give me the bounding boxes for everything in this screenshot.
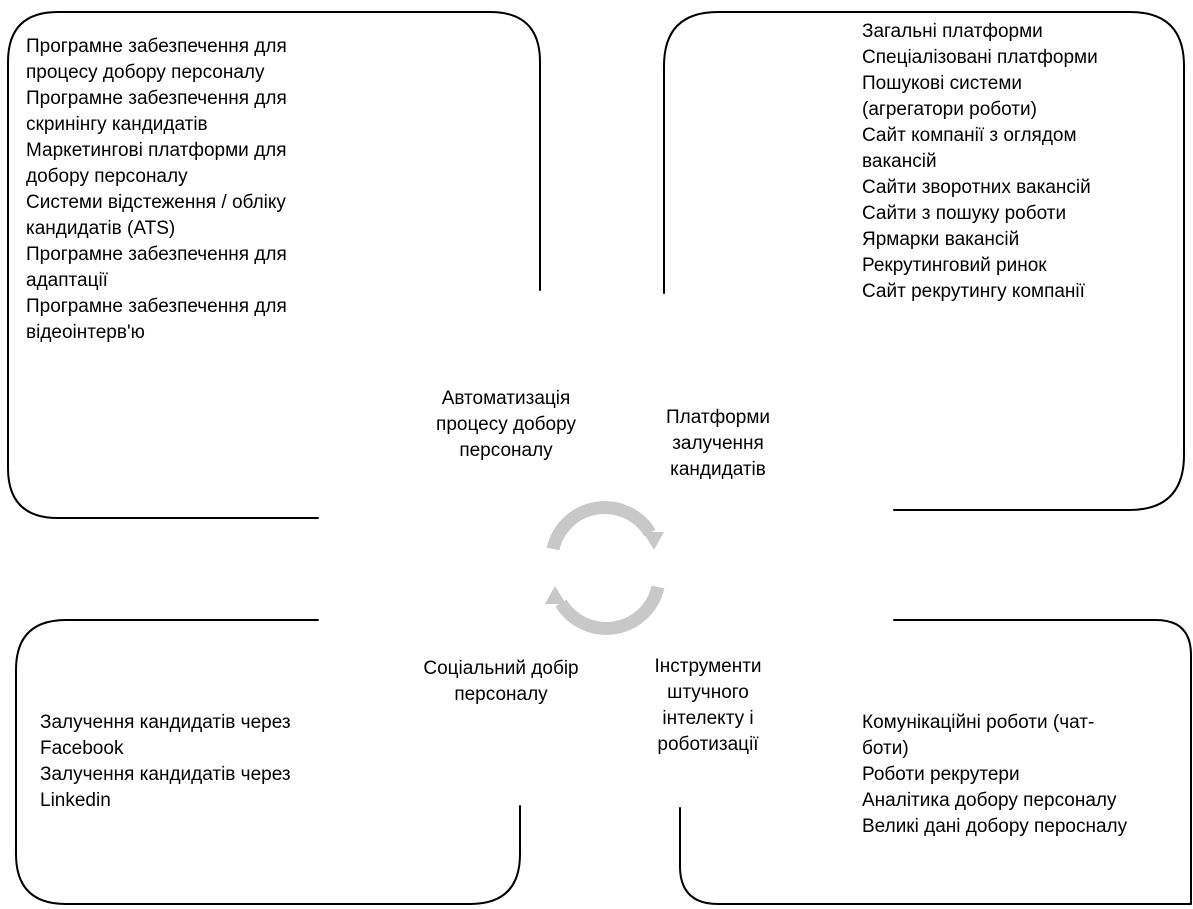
title-line: Платформи (665, 407, 771, 428)
list-item: відеоінтерв'ю (26, 322, 145, 343)
title-bottom-right: Інструменти штучного інтелекту і роботиз… (628, 654, 788, 758)
list-item: Linkedin (40, 790, 111, 811)
list-item: Сайти з пошуку роботи (862, 203, 1067, 224)
list-item: Аналітика добору персоналу (862, 790, 1117, 811)
list-item: Програмне забезпечення для (26, 244, 287, 265)
list-item: скринінгу кандидатів (26, 114, 208, 135)
circular-arrows-icon (546, 501, 665, 635)
list-bottom-right: Комунікаційні роботи (чат- боти) Роботи … (862, 710, 1127, 840)
list-item: вакансій (862, 151, 937, 172)
cycle-arrowhead-right (643, 532, 664, 550)
list-top-right: Загальні платформи Спеціалізовані платфо… (862, 19, 1098, 305)
title-line: Автоматизація (441, 388, 571, 409)
list-item: Програмне забезпечення для (26, 88, 287, 109)
title-line: персоналу (459, 440, 553, 461)
list-item: Програмне забезпечення для (26, 296, 287, 317)
box-bottom-right-outline (679, 619, 1192, 905)
list-item: Програмне забезпечення для (26, 36, 287, 57)
title-line: процесу добору (436, 414, 576, 435)
title-line: інтелекту і (662, 708, 754, 729)
list-item: Facebook (40, 738, 124, 759)
list-item: Пошукові системи (862, 73, 1022, 94)
list-item: Ярмарки вакансій (862, 229, 1020, 250)
title-line: кандидатів (670, 459, 766, 480)
title-bottom-left: Соціальний добір персоналу (396, 656, 606, 708)
box-top-left-outline (7, 11, 541, 519)
list-item: Великі дані добору пероcналу (862, 816, 1128, 837)
list-item: Залучення кандидатів через (40, 764, 291, 785)
title-line: роботизації (657, 734, 759, 755)
title-line: залучення (672, 433, 764, 454)
box-top-right-outline (663, 11, 1185, 511)
list-item: Маркетингові платформи для (26, 140, 287, 161)
list-item: Сайт рекрутингу компанії (862, 281, 1085, 302)
list-item: процесу добору персоналу (26, 62, 265, 83)
title-line: персоналу (454, 684, 548, 705)
list-item: боти) (862, 738, 909, 759)
title-top-left: Автоматизація процесу добору персоналу (406, 386, 606, 464)
title-line: штучного (667, 682, 749, 703)
list-top-left: Програмне забезпечення для процесу добор… (26, 34, 287, 346)
list-item: Системи відстеження / обліку (26, 192, 286, 213)
list-item: кандидатів (ATS) (26, 218, 176, 239)
list-item: Роботи рекрутери (862, 764, 1020, 785)
list-item: Комунікаційні роботи (чат- (862, 712, 1095, 733)
list-item: (агрегатори роботи) (862, 99, 1037, 120)
list-item: Спеціалізовані платформи (862, 47, 1098, 68)
title-line: Соціальний добір (423, 658, 579, 679)
title-top-right: Платформи залучення кандидатів (628, 405, 808, 483)
list-bottom-left: Залучення кандидатів через Facebook Залу… (40, 710, 291, 814)
cycle-arrowhead-left (545, 586, 566, 604)
list-item: Загальні платформи (862, 21, 1043, 42)
list-item: добору персоналу (26, 166, 188, 187)
box-bottom-left-outline (15, 619, 521, 905)
cycle-arrow-bottom (555, 585, 665, 635)
cycle-arrow-top (546, 501, 656, 551)
list-item: Рекрутинговий ринок (862, 255, 1047, 276)
list-item: Залучення кандидатів через (40, 712, 291, 733)
title-line: Інструменти (654, 656, 762, 677)
list-item: Сайти зворотних вакансій (862, 177, 1091, 198)
list-item: Сайт компанії з оглядом (862, 125, 1077, 146)
list-item: адаптації (26, 270, 108, 291)
